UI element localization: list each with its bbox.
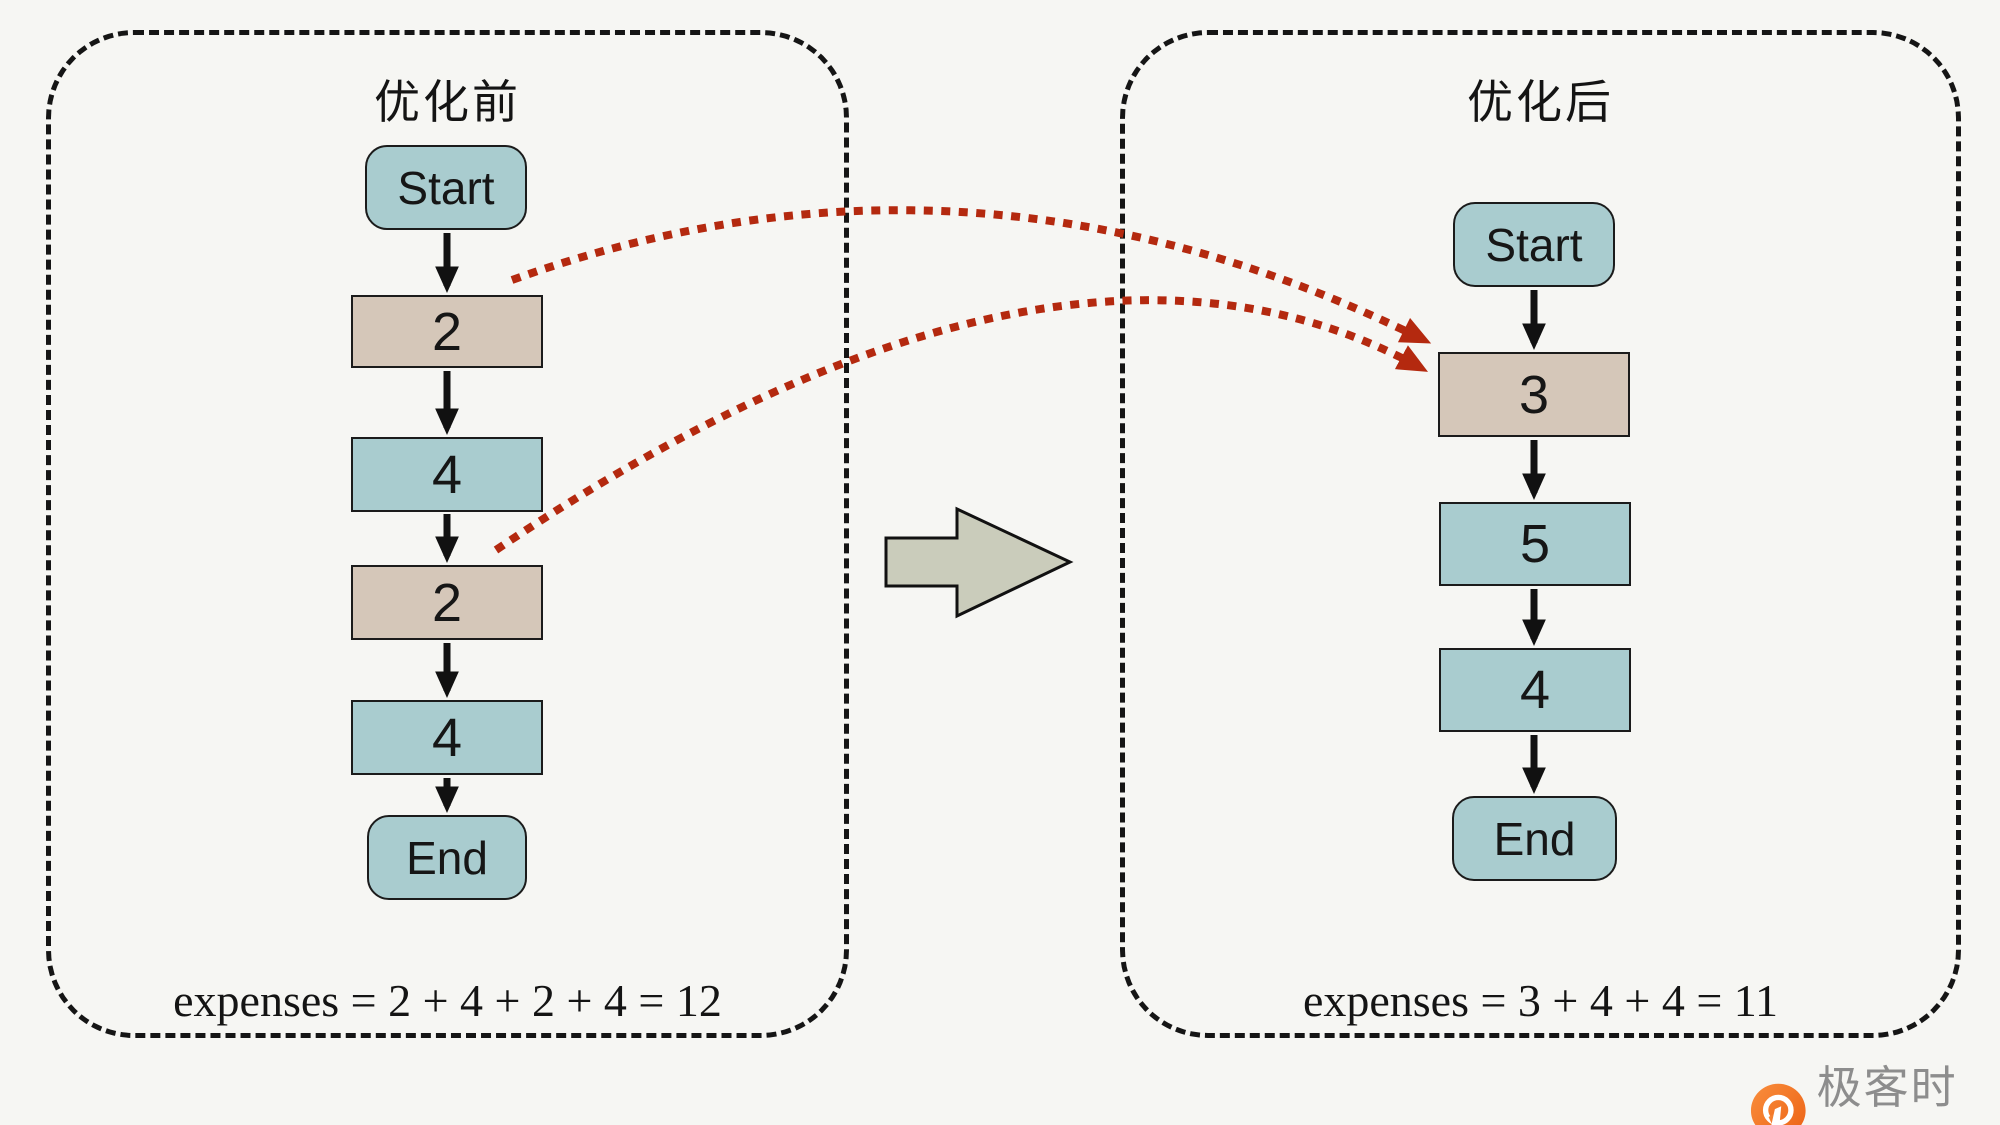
- flow-node-start-before: Start: [365, 145, 527, 230]
- flow-node-cost2-before-first: 2: [351, 295, 543, 368]
- geektime-logo-icon: [1750, 1083, 1806, 1125]
- expenses-formula-before: expenses = 2 + 4 + 2 + 4 = 12: [173, 975, 722, 1026]
- transform-block-arrow: [884, 506, 1074, 619]
- expenses-formula-after: expenses = 3 + 4 + 4 = 11: [1302, 975, 1779, 1026]
- panel-before-title: 优化前: [374, 76, 521, 128]
- geektime-logo: 极客时间: [1750, 1051, 2000, 1125]
- flow-node-end-before: End: [367, 815, 527, 900]
- flow-node-end-after: End: [1452, 796, 1617, 881]
- flow-node-cost5-after: 5: [1439, 502, 1631, 586]
- geektime-logo-text: 极客时间: [1816, 1062, 1958, 1113]
- panel-after-title: 优化后: [1467, 76, 1614, 128]
- flow-node-cost4-after: 4: [1439, 648, 1631, 732]
- flow-node-cost4-before-second: 4: [351, 700, 543, 775]
- flow-node-cost2-before-second: 2: [351, 565, 543, 640]
- flow-node-cost4-before-first: 4: [351, 437, 543, 512]
- flow-node-start-after: Start: [1453, 202, 1615, 287]
- flow-node-cost3-after: 3: [1438, 352, 1630, 437]
